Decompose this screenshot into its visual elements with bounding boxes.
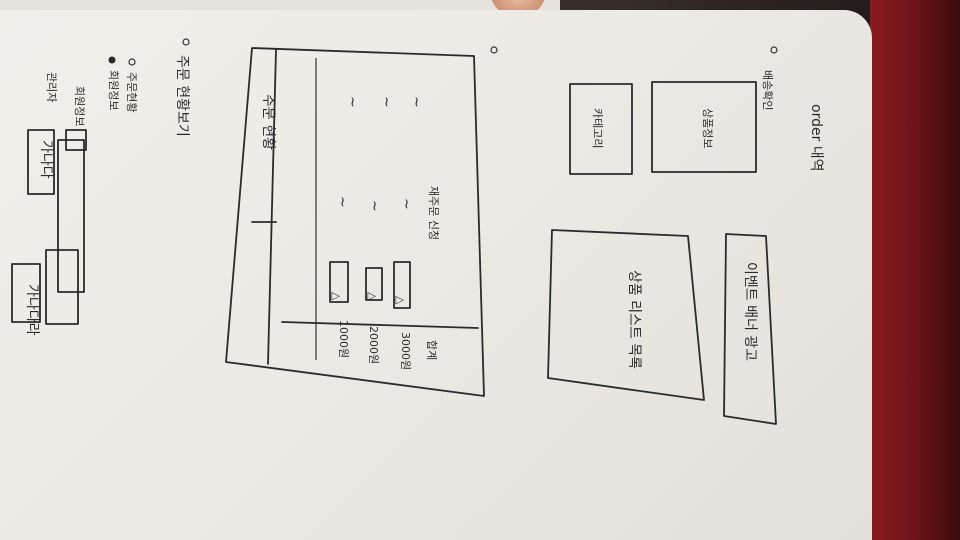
- left-label-mid: 회원정보: [73, 86, 86, 126]
- left-option-2[interactable]: 주문현황: [125, 72, 138, 112]
- right-subtitle: 배송확인: [761, 70, 774, 110]
- table-summary-right[interactable]: 재주문 신청: [427, 186, 440, 240]
- table-header-divider: [267, 49, 277, 365]
- notebook-page: [0, 10, 872, 540]
- quantity-stepper[interactable]: [329, 261, 349, 303]
- table-row-value: ~: [378, 96, 394, 108]
- table-row-value: ~: [334, 196, 350, 208]
- margin-bullet-icon: [490, 46, 498, 54]
- left-button-a[interactable]: [11, 263, 41, 323]
- event-banner-label: 이벤트 배너 광고: [742, 262, 758, 361]
- stepper-triangle-icon: △: [366, 292, 379, 301]
- table-row-value: ~: [366, 200, 382, 212]
- left-label-top: 관리자: [45, 72, 58, 102]
- left-placeholder-box: [45, 249, 79, 325]
- left-small-box: [65, 129, 87, 151]
- title-bullet-icon: [770, 46, 778, 54]
- product-info-box[interactable]: [651, 81, 757, 173]
- left-option-1[interactable]: 회원정보: [107, 70, 120, 110]
- category-box-label: 카테고리: [591, 108, 604, 148]
- table-row-label: 1000원: [337, 320, 350, 358]
- stepper-triangle-icon: △: [394, 296, 407, 305]
- notebook-cover: [870, 0, 960, 540]
- table-header-title: 주문 현황: [260, 94, 276, 150]
- category-box[interactable]: [569, 83, 633, 175]
- table-row-value: ~: [344, 96, 360, 108]
- left-long-input[interactable]: [57, 139, 85, 293]
- table-row-value: ~: [408, 96, 424, 108]
- product-info-label: 상품정보: [701, 108, 714, 148]
- product-list-box[interactable]: [547, 229, 705, 401]
- quantity-stepper[interactable]: [365, 267, 383, 301]
- table-summary-left: 합계: [425, 340, 438, 360]
- left-side-note: 주문 현황보기: [174, 55, 190, 137]
- note-bullet-icon: [182, 38, 190, 46]
- event-banner-box[interactable]: [723, 233, 777, 425]
- underlying-page: [0, 0, 560, 10]
- quantity-stepper[interactable]: [393, 261, 411, 309]
- left-button-b[interactable]: [27, 129, 55, 195]
- table-row-label: 2000원: [367, 326, 380, 364]
- radio-selected-icon[interactable]: [108, 56, 116, 64]
- radio-empty-icon[interactable]: [128, 58, 136, 66]
- table-total-line: [281, 321, 479, 329]
- order-table: [225, 47, 485, 397]
- stepper-triangle-icon: △: [330, 292, 343, 301]
- table-row-value: ~: [398, 198, 414, 210]
- product-list-label: 상품 리스트 목록: [626, 270, 642, 369]
- right-title: order 내역: [808, 104, 824, 172]
- table-row-label: 3000원: [399, 332, 412, 370]
- left-button-a-label: 가나다라: [24, 284, 40, 336]
- left-button-b-label: 가나다: [38, 140, 54, 179]
